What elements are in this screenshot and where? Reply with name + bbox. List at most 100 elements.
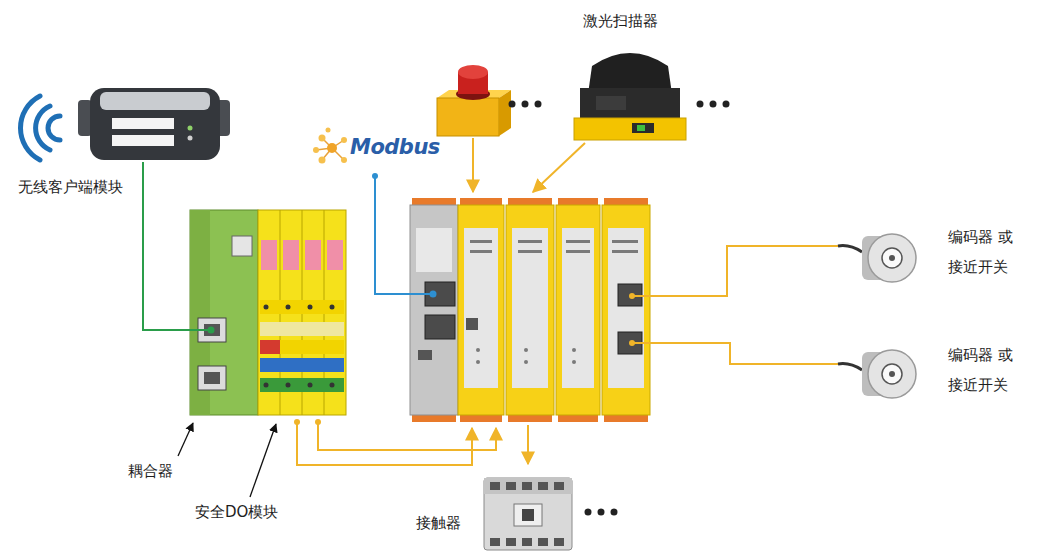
safety-do-picture: [330, 383, 335, 388]
signal-wire: [632, 246, 838, 296]
device-label: Modbus: [350, 134, 440, 161]
contactor-picture: [522, 509, 534, 521]
modbus-logo-icon: [319, 157, 326, 164]
safety-controller-picture: [506, 205, 554, 415]
emergency-stop-picture: [437, 98, 499, 136]
safety-controller-picture: [608, 228, 644, 388]
ellipsis-dots: [598, 509, 605, 516]
laser-scanner-picture: [574, 53, 686, 140]
contactor-node: 接触器: [482, 476, 574, 552]
modbus-logo-icon: [319, 135, 326, 142]
safety-do-picture: [258, 210, 346, 415]
safety-do-picture: [261, 240, 277, 270]
coupler-picture: [190, 210, 258, 415]
wireless-module-picture: [90, 88, 220, 160]
safety-controller-picture: [470, 240, 638, 364]
safety-controller-picture: [512, 228, 548, 388]
safety-controller-picture: [524, 348, 528, 352]
wire-dot: [315, 419, 321, 425]
signal-wire: [297, 246, 838, 465]
wire-dot: [629, 293, 635, 299]
coupler-picture: [232, 236, 252, 256]
emergency-stop-picture: [437, 65, 511, 136]
encoder-picture: [889, 255, 895, 261]
contactor-picture: [538, 482, 548, 490]
safety-controller-picture: [416, 228, 452, 272]
safety-controller-picture: [612, 250, 638, 253]
encoder-picture: [868, 350, 916, 398]
signal-wire: [472, 138, 474, 192]
modbus-logo-icon: [327, 143, 337, 153]
connector-line: [143, 162, 190, 330]
contactor-picture: [554, 482, 564, 490]
ellipsis-dots: [509, 101, 516, 108]
coupler-node: 耦合器: [190, 210, 258, 415]
wifi-symbol: [48, 116, 60, 140]
contactor-picture: [522, 482, 532, 490]
wifi-symbol: [36, 106, 50, 150]
contactor-picture: [514, 504, 542, 526]
laser-scanner-picture: [580, 88, 680, 122]
device-label: 安全DO模块: [195, 503, 278, 523]
encoder-picture: [838, 246, 862, 252]
wireless-module-picture: [112, 118, 174, 129]
safety-controller-picture: [425, 315, 455, 339]
encoder-picture: [882, 364, 902, 384]
safety-controller-picture: [425, 282, 455, 306]
do-module-node: 安全DO模块: [258, 210, 346, 415]
safety-do-picture: [286, 305, 291, 310]
encoder-picture: [838, 234, 916, 282]
laser-scanner-picture: [632, 123, 654, 133]
wifi-symbol: [20, 96, 60, 160]
modbus-logo-icon: [313, 147, 319, 153]
encoder-node: 编码器 或接近开关: [836, 228, 920, 288]
modbus-logo-icon: [326, 128, 331, 133]
encoder-picture: [868, 234, 916, 282]
wire-dot: [430, 291, 437, 298]
safety-do-picture: [327, 240, 343, 270]
wireless-node: 无线客户端模块: [86, 84, 224, 162]
safety-controller-picture: [602, 205, 650, 415]
safety-do-picture: [330, 305, 335, 310]
safety-controller-picture: [518, 240, 542, 243]
encoder-picture: [889, 371, 895, 377]
wireless-module-picture: [78, 88, 230, 160]
signal-wire: [297, 422, 472, 465]
encoder-picture: [838, 350, 916, 398]
coupler-picture: [198, 366, 226, 390]
encoder-picture: [882, 248, 902, 268]
modbus-wire: [375, 176, 433, 294]
modbus-logo-icon: [316, 138, 344, 160]
device-label: 无线客户端模块: [18, 178, 123, 198]
wire-dot: [372, 173, 378, 179]
contactor-picture: [554, 538, 564, 546]
safety-do-picture: [308, 383, 313, 388]
ellipsis-dots: [585, 509, 592, 516]
safety-controller-picture: [466, 318, 478, 330]
leader-line: [250, 424, 276, 497]
safety-do-picture: [260, 378, 344, 392]
contactor-picture: [484, 478, 572, 550]
safety-controller-picture: [470, 240, 492, 243]
modbus-logo-icon: [313, 128, 347, 164]
emergency-stop-picture: [499, 90, 511, 136]
contactor-picture: [490, 482, 564, 546]
wireless-module-picture: [112, 135, 174, 146]
device-label: 编码器 或接近开关: [948, 340, 1028, 400]
safety-controller-picture: [476, 360, 480, 364]
safety-controller-picture: [612, 240, 638, 243]
safety-controller-picture: [562, 228, 594, 388]
laser-scanner-picture: [637, 125, 645, 131]
safety-do-picture: [260, 340, 280, 354]
safety-do-picture: [260, 358, 344, 372]
safety-controller-picture: [572, 360, 576, 364]
safety-controller-picture: [470, 250, 492, 253]
ellipsis-dots: [535, 101, 542, 108]
contactor-picture: [506, 538, 516, 546]
wire-dot: [294, 419, 300, 425]
safety-controller-picture: [458, 205, 504, 415]
encoder-node: 编码器 或接近开关: [836, 344, 920, 404]
signal-wire: [318, 422, 496, 450]
